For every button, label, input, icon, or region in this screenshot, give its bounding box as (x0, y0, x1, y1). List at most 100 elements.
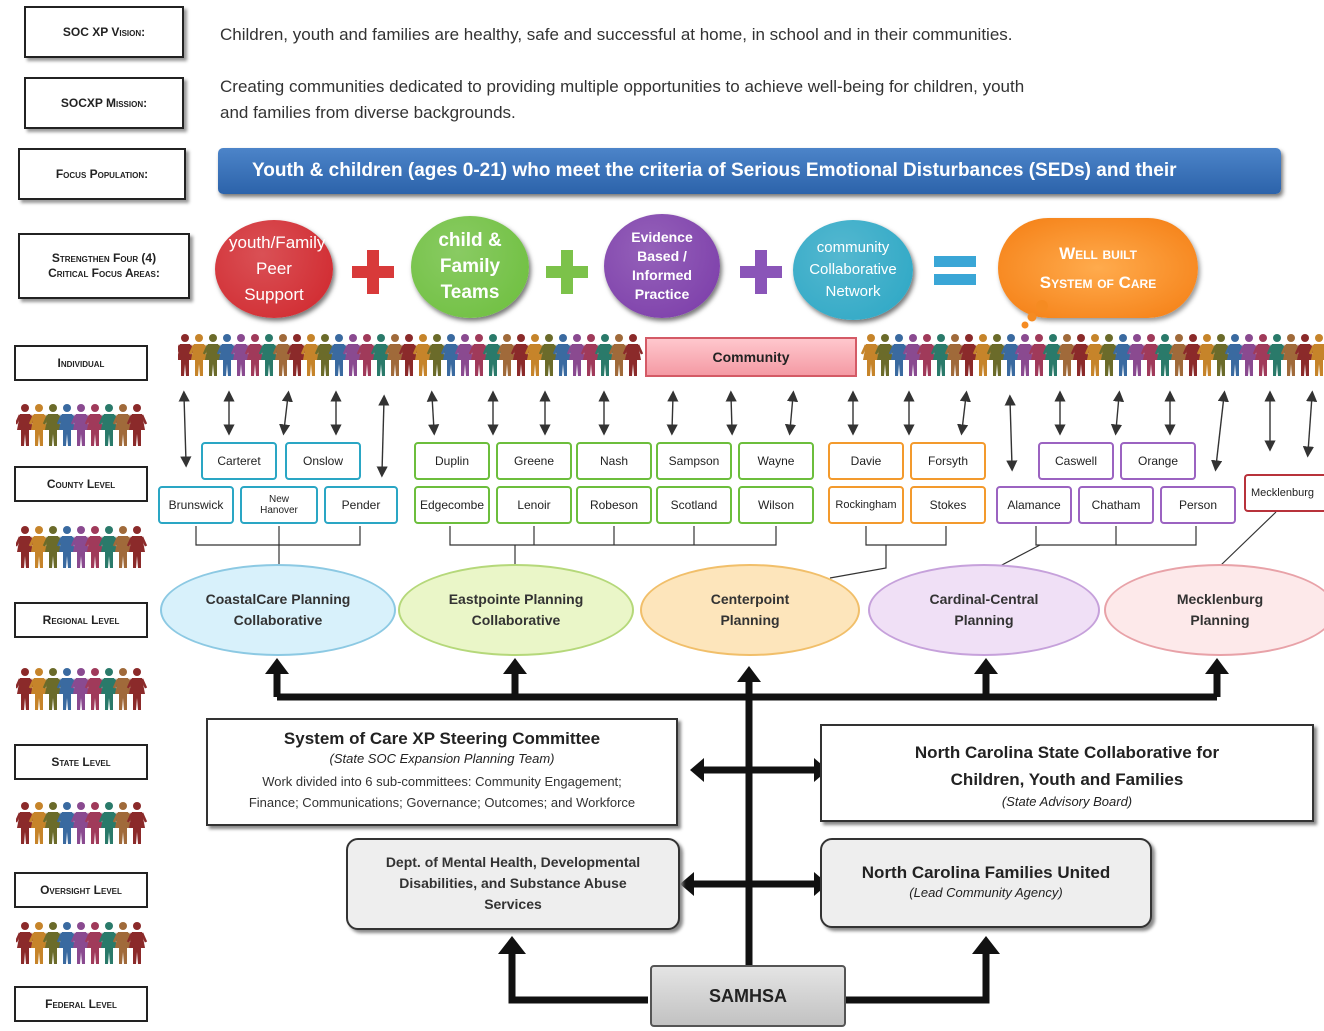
person-figure (16, 668, 36, 710)
person-figure (126, 404, 148, 446)
state-level-label: State Level (14, 744, 148, 780)
person-figure (412, 334, 434, 376)
person-figure (16, 802, 36, 844)
equals-operator (934, 256, 976, 285)
individual-level-label: Individual (14, 345, 148, 381)
county-robeson: Robeson (576, 486, 652, 524)
person-figure (126, 802, 148, 844)
dmh-line-1: Dept. of Mental Health, Developmental (385, 854, 641, 870)
steering-committee-detail-2: Finance; Communications; Governance; Out… (248, 795, 636, 810)
county-caswell: Caswell (1038, 442, 1114, 480)
person-figure (42, 802, 64, 844)
focus-area-community-network: community Collaborative Network (793, 220, 913, 320)
county-lenoir: Lenoir (496, 486, 572, 524)
county-level-label: County Level (14, 466, 148, 502)
people-icon-group (16, 668, 148, 710)
county-stokes: Stokes (910, 486, 986, 524)
dmh-line-2: Disabilities, and Substance Abuse (399, 875, 627, 891)
county-greene: Greene (496, 442, 572, 480)
plus-operator-2 (546, 250, 588, 294)
county-orange: Orange (1120, 442, 1196, 480)
plus-operator-3 (740, 250, 782, 294)
steering-committee-title: System of Care XP Steering Committee (283, 729, 601, 748)
steering-committee-subtitle: (State SOC Expansion Planning Team) (329, 751, 555, 766)
county-pender: Pender (324, 486, 398, 524)
county-chatham: Chatham (1078, 486, 1154, 524)
person-figure (56, 922, 78, 964)
person-figure (958, 334, 980, 376)
person-figure (56, 526, 78, 568)
people-row-individuals (178, 334, 1324, 376)
person-figure (398, 334, 420, 376)
county-brunswick: Brunswick (158, 486, 234, 524)
person-figure (1210, 334, 1232, 376)
nc-families-united-title: North Carolina Families United (861, 863, 1111, 882)
dmh-box: Dept. of Mental Health, Developmental Di… (346, 838, 680, 930)
vision-label: SOC XP Vision: (24, 6, 184, 58)
county-rockingham: Rockingham (828, 486, 904, 524)
mission-text-line-2: and families from diverse backgrounds. (220, 103, 516, 122)
person-figure (1224, 334, 1246, 376)
person-figure (188, 334, 210, 376)
person-figure (70, 526, 92, 568)
person-figure (580, 334, 602, 376)
people-icon-group (16, 526, 148, 568)
person-figure (56, 404, 78, 446)
nc-families-united-subtitle: (Lead Community Agency) (909, 885, 1063, 900)
person-figure (84, 404, 106, 446)
person-figure (286, 334, 308, 376)
people-icon-group (16, 404, 148, 446)
county-person: Person (1160, 486, 1236, 524)
county-alamance: Alamance (996, 486, 1072, 524)
people-icon-group (16, 922, 148, 964)
steering-committee-box: System of Care XP Steering Committee (St… (206, 718, 678, 826)
state-collaborative-title-2: Children, Youth and Families (950, 770, 1184, 789)
person-figure (622, 334, 644, 376)
cloud-tail-icon (1021, 300, 1048, 329)
plus-operator-1 (352, 250, 394, 294)
mission-label: SOCXP Mission: (24, 77, 184, 129)
samhsa-scroll: SAMHSA (650, 965, 846, 1027)
person-figure (28, 668, 50, 710)
county-wilson: Wilson (738, 486, 814, 524)
county-mecklenburg: Mecklenburg (1244, 474, 1324, 512)
county-sampson: Sampson (656, 442, 732, 480)
person-figure (1168, 334, 1190, 376)
county-onslow: Onslow (285, 442, 361, 480)
county-duplin: Duplin (414, 442, 490, 480)
person-figure (84, 922, 106, 964)
state-collaborative-subtitle: (State Advisory Board) (1001, 794, 1133, 809)
nc-families-united-box: North Carolina Families United (Lead Com… (820, 838, 1152, 928)
focus-area-evidence-based-practice: Evidence Based / Informed Practice (604, 214, 720, 318)
person-figure (1280, 334, 1302, 376)
person-figure (126, 922, 148, 964)
person-figure (1252, 334, 1274, 376)
county-forsyth: Forsyth (910, 442, 986, 480)
state-collaborative-title-1: North Carolina State Collaborative for (914, 743, 1220, 762)
oversight-level-label: Oversight Level (14, 872, 148, 908)
focus-areas-label: Strengthen Four (4)Critical Focus Areas: (18, 233, 190, 299)
person-figure (70, 404, 92, 446)
state-collaborative-box: North Carolina State Collaborative for C… (820, 724, 1314, 822)
regional-level-label: Regional Level (14, 602, 148, 638)
federal-level-label: Federal Level (14, 986, 148, 1022)
county-new-hanover: New Hanover (240, 486, 318, 524)
focus-population-banner: Youth & children (ages 0-21) who meet th… (218, 148, 1281, 194)
person-figure (1308, 334, 1324, 376)
county-edgecombe: Edgecombe (414, 486, 490, 524)
county-wayne: Wayne (738, 442, 814, 480)
person-figure (126, 668, 148, 710)
person-figure (16, 404, 36, 446)
focus-population-label: Focus Population: (18, 148, 186, 200)
county-carteret: Carteret (201, 442, 277, 480)
vision-text: Children, youth and families are healthy… (220, 25, 1013, 44)
person-figure (112, 668, 134, 710)
county-nash: Nash (576, 442, 652, 480)
dmh-line-3: Services (484, 896, 542, 912)
